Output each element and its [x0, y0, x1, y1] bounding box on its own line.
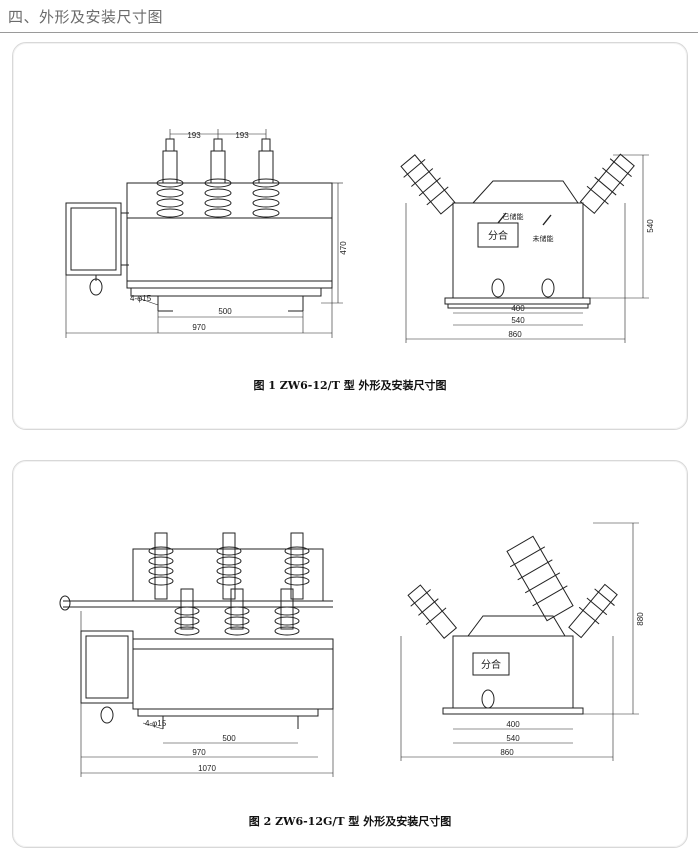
side-bushing-right: [579, 153, 635, 215]
dim-side-w2: 540: [511, 316, 525, 325]
indicator-label-2: 分合: [481, 658, 501, 671]
lower-bushing-2: [224, 588, 250, 636]
dim-side-w2-2: 540: [506, 734, 520, 743]
indicator-label: 分合: [488, 229, 508, 242]
control-box-2: [80, 630, 134, 704]
side-body-2: [452, 635, 574, 709]
dim-base: 500: [218, 307, 232, 316]
dim-side-w1-2: 400: [506, 720, 520, 729]
dim-base-2: 500: [222, 734, 236, 743]
side-view-2: [400, 522, 639, 761]
dim-pitch-1: 193: [187, 131, 201, 140]
front-view-2: [59, 532, 334, 777]
figure-1-panel: 193 193 470 4-φ15 500 970: [12, 42, 688, 430]
upper-insulator-1: [148, 532, 174, 600]
lifting-ring: [89, 278, 103, 296]
upper-insulator-2: [216, 532, 242, 600]
front-view: [65, 129, 343, 338]
dim-pitch-2: 193: [235, 131, 249, 140]
side-view: [400, 153, 649, 343]
isolator-arm: [506, 535, 574, 622]
dim-length-2b: 1070: [198, 764, 216, 773]
bushing-1: [156, 138, 184, 218]
base-frame: [130, 287, 322, 297]
figure-1-caption: 图 1 ZW6-12/T 型 外形及安装尺寸图: [253, 379, 447, 392]
bushing-3: [252, 138, 280, 218]
dim-side-w1: 400: [511, 304, 525, 313]
upper-insulator-3: [284, 532, 310, 600]
figure-1-drawing: 193 193 470 4-φ15 500 970: [65, 129, 655, 343]
dim-holes-2: 4-φ15: [145, 719, 167, 728]
stored-label: 已储能: [503, 212, 524, 221]
figure-2-drawing: 4-φ15 500 970 1070: [59, 522, 645, 777]
lower-bushing-1: [174, 588, 200, 636]
unstored-label: 未储能: [533, 234, 554, 243]
title-rule: [0, 32, 698, 33]
open-close-indicator-2: [472, 652, 510, 676]
dim-side-height: 540: [646, 219, 655, 233]
figure-2-caption: 图 2 ZW6-12G/T 型 外形及安装尺寸图: [248, 815, 452, 828]
dim-length: 970: [192, 323, 206, 332]
side-bushing-left-2: [407, 584, 458, 639]
figure-2-panel: 4-φ15 500 970 1070: [12, 460, 688, 848]
dim-holes: 4-φ15: [130, 294, 152, 303]
dim-side-height-2: 880: [636, 612, 645, 626]
side-bushing-right-2: [568, 583, 618, 639]
control-box: [65, 202, 122, 276]
bushing-2: [204, 138, 232, 218]
main-tank: [126, 182, 333, 289]
dim-height: 470: [339, 241, 348, 255]
dim-side-w3: 860: [508, 330, 522, 339]
lower-bushing-3: [274, 588, 300, 636]
dim-side-w3-2: 860: [500, 748, 514, 757]
page-title: 四、外形及安装尺寸图: [8, 8, 164, 26]
side-bushing-left: [400, 154, 456, 215]
dim-length-2a: 970: [192, 748, 206, 757]
